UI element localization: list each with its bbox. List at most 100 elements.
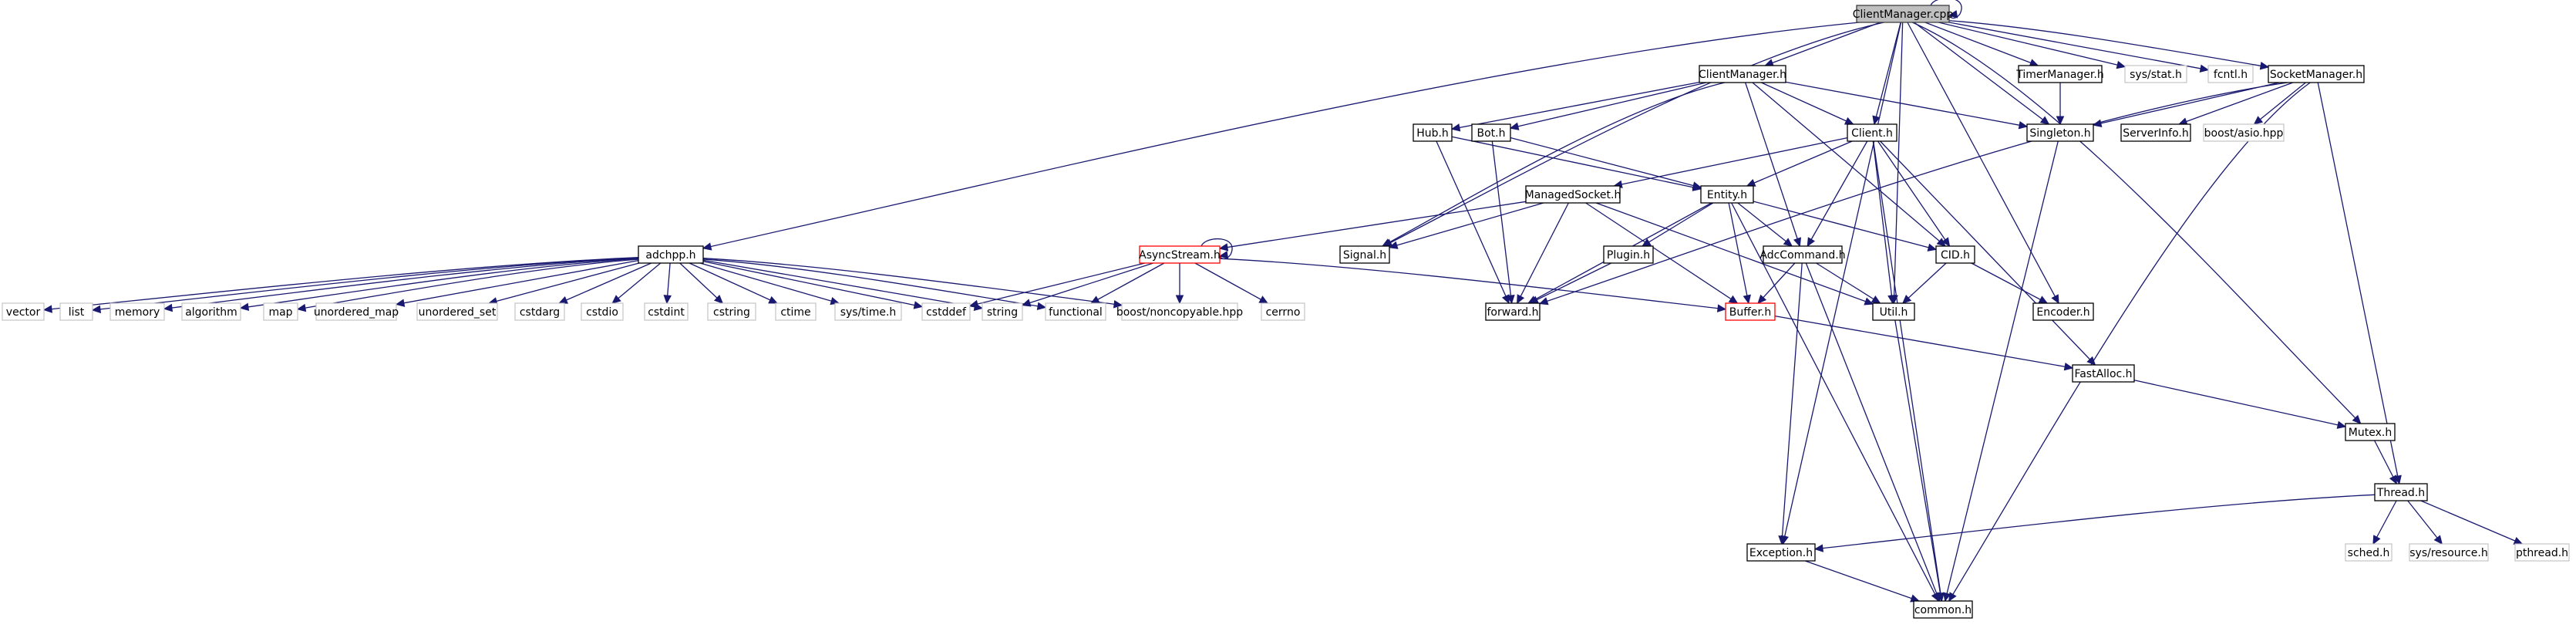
edge-arrowhead: [2259, 62, 2270, 70]
node-singleton-h[interactable]: Singleton.h: [2026, 123, 2094, 142]
edge-bot_h-to-forward_h: [1491, 140, 1515, 305]
edge-arrowhead: [1642, 238, 1652, 247]
node-sys-stat-h: sys/stat.h: [2124, 65, 2187, 83]
edge-line: [1752, 82, 1946, 247]
node-clientmanager-cpp[interactable]: ClientManager.cpp: [1853, 5, 1954, 23]
edge-line: [1383, 22, 1884, 247]
edge-line: [699, 262, 840, 304]
node-box: [263, 302, 298, 321]
edge-arrowhead: [1948, 592, 1957, 603]
edge-arrowhead: [1538, 297, 1549, 306]
node-buffer-h[interactable]: Buffer.h: [1725, 302, 1776, 321]
node-bot-h[interactable]: Bot.h: [1471, 123, 1511, 142]
node-box: [2120, 123, 2191, 142]
edge-cid_h-to-encoder_h: [1971, 262, 2049, 304]
node-box: [1913, 600, 1973, 619]
node-thread-h[interactable]: Thread.h: [2374, 483, 2428, 501]
node-box: [982, 302, 1023, 321]
node-box: [109, 302, 165, 321]
node-clientmanager-h[interactable]: ClientManager.h: [1699, 65, 1786, 83]
node-timermanager-h[interactable]: TimerManager.h: [2015, 65, 2104, 83]
node-mutex-h[interactable]: Mutex.h: [2345, 423, 2396, 441]
edge-line: [1090, 262, 1165, 304]
node-box: [1746, 543, 1816, 562]
node-client-h[interactable]: Client.h: [1847, 123, 1897, 142]
node-box: [1139, 245, 1221, 264]
edge-arrowhead: [713, 294, 724, 304]
node-asyncstream-h[interactable]: AsyncStream.h: [1139, 245, 1221, 264]
node-forward-h[interactable]: forward.h: [1485, 302, 1541, 321]
node-vector: vector: [2, 302, 45, 321]
node-box: [1045, 302, 1106, 321]
edge-adchpp_h-to-memory: [163, 257, 639, 312]
edge-arrowhead: [1936, 592, 1945, 603]
edge-arrowhead: [1943, 592, 1951, 603]
node-hub-h[interactable]: Hub.h: [1413, 123, 1453, 142]
edge-adchpp_h-to-cstddef: [702, 261, 924, 309]
node-encoder-h[interactable]: Encoder.h: [2032, 302, 2094, 321]
node-box: [315, 302, 397, 321]
edge-line: [1530, 262, 1611, 304]
node-functional: functional: [1045, 302, 1106, 321]
edge-line: [1785, 81, 2028, 127]
node-socketmanager-h[interactable]: SocketManager.h: [2268, 65, 2365, 83]
edge-line: [1948, 82, 2311, 602]
node-util-h[interactable]: Util.h: [1872, 302, 1915, 321]
node-managedsocket-h[interactable]: ManagedSocket.h: [1525, 185, 1621, 204]
edge-entity_h-to-buffer_h: [1728, 202, 1751, 305]
node-box: [2032, 302, 2094, 321]
node-entity-h[interactable]: Entity.h: [1700, 185, 1754, 204]
edge-clientmanager_h-to-signal_h: [1381, 82, 1726, 247]
edge-line: [1731, 202, 1939, 602]
node-label: Buffer.h: [1729, 306, 1772, 319]
edge-line: [1907, 22, 2059, 304]
node-box: [1725, 302, 1776, 321]
edge-socketmanager_h-to-forward_h: [1538, 82, 2288, 306]
node-label: Client.h: [1851, 127, 1893, 140]
edge-line: [1510, 137, 1702, 188]
edge-line: [1219, 258, 1726, 310]
node-label: cstdarg: [520, 306, 560, 319]
edge-line: [163, 257, 639, 309]
edge-arrowhead: [1175, 295, 1184, 305]
edge-arrowhead: [1793, 237, 1802, 248]
edge-exception_h-to-common_h: [1805, 560, 1920, 603]
edge-arrowhead: [296, 303, 307, 312]
edge-clientmanager_h-to-hub_h: [1450, 81, 1700, 132]
edge-arrowhead: [1507, 294, 1515, 305]
edge-asyncstream_h-to-functional: [1089, 262, 1165, 304]
edge-arrowhead: [1089, 295, 1100, 304]
edge-fastalloc_h-to-mutex_h: [2133, 380, 2347, 429]
node-box: [1699, 65, 1786, 83]
edge-line: [1194, 262, 1268, 304]
edge-line: [1872, 140, 1943, 602]
node-label: Bot.h: [1477, 127, 1506, 140]
node-sys-resource-h: sys/resource.h: [2409, 543, 2489, 562]
edge-clientmanager_h-to-cid_h: [1752, 82, 1946, 247]
edge-line: [1945, 140, 2059, 602]
edge-line: [1761, 82, 1854, 125]
node-serverinfo-h[interactable]: ServerInfo.h: [2120, 123, 2191, 142]
node-exception-h[interactable]: Exception.h: [1746, 543, 1816, 562]
node-cid-h[interactable]: CID.h: [1935, 245, 1975, 264]
node-plugin-h[interactable]: Plugin.h: [1603, 245, 1654, 264]
node-label: list: [69, 306, 85, 319]
node-adchpp-h[interactable]: adchpp.h: [638, 245, 704, 264]
node-box: [1763, 245, 1843, 264]
node-box: [1121, 302, 1238, 321]
node-box: [59, 302, 93, 321]
edge-line: [1451, 136, 1702, 190]
node-signal-h[interactable]: Signal.h: [1339, 245, 1390, 264]
node-label: sys/time.h: [840, 306, 897, 319]
node-common-h[interactable]: common.h: [1913, 600, 1973, 619]
node-adccommand-h[interactable]: AdcCommand.h: [1759, 245, 1846, 264]
edge-managedsocket_h-to-util_h: [1595, 202, 1874, 306]
edge-arrowhead: [1807, 237, 1816, 248]
node-map: map: [263, 302, 298, 321]
node-box: [1700, 185, 1754, 204]
edge-arrowhead: [768, 295, 779, 304]
node-label: TimerManager.h: [2015, 69, 2103, 81]
edge-clientmanager_cpp-to-client_h: [1872, 22, 1901, 126]
edge-clientmanager_cpp-to-socketmanager_h: [1948, 20, 2270, 70]
node-fastalloc-h[interactable]: FastAlloc.h: [2072, 364, 2135, 383]
